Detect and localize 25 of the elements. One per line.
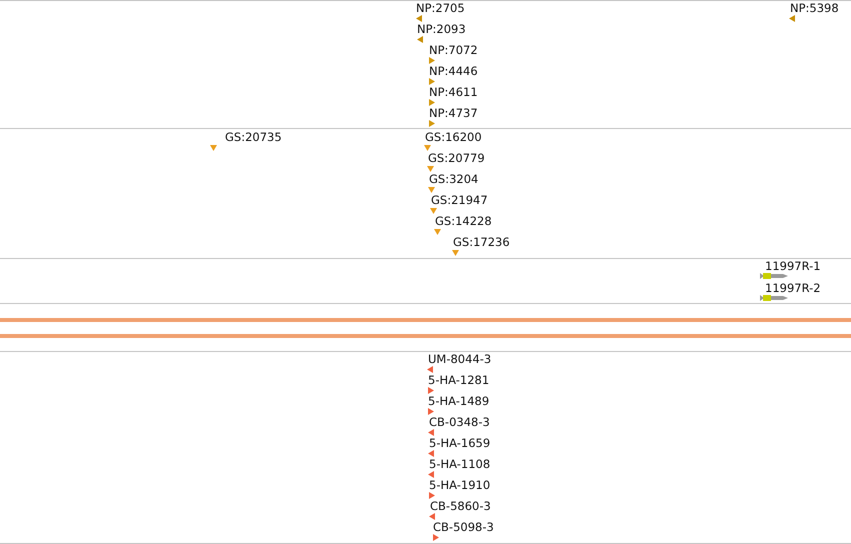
- feature-label: GS:21947: [431, 194, 488, 207]
- feature-label: 5-HA-1659: [429, 437, 490, 450]
- feature-label: GS:16200: [425, 131, 482, 144]
- feature-label: NP:4446: [429, 65, 478, 78]
- feature-label: 11997R-1: [765, 260, 821, 273]
- feature-label: 5-HA-1910: [429, 479, 490, 492]
- feature-label: NP:4611: [429, 86, 478, 99]
- feature-label: GS:20735: [225, 131, 282, 144]
- feature-label: 11997R-2: [765, 282, 821, 295]
- feature-label: CB-5860-3: [430, 500, 491, 513]
- feature-label: CB-0348-3: [429, 416, 490, 429]
- feature-label: GS:17236: [453, 236, 510, 249]
- feature-label: UM-8044-3: [428, 353, 492, 366]
- feature-label: NP:7072: [429, 44, 478, 57]
- feature-label: CB-5098-3: [433, 521, 494, 534]
- feature-label: NP:4737: [429, 107, 478, 120]
- feature-label: NP:5398: [790, 2, 839, 15]
- feature-label: 5-HA-1281: [428, 374, 490, 387]
- feature-label: GS:14228: [435, 215, 492, 228]
- feature-label: 5-HA-1108: [429, 458, 490, 471]
- feature-label: GS:20779: [428, 152, 485, 165]
- feature-label: 5-HA-1489: [428, 395, 490, 408]
- feature-label: NP:2705: [416, 2, 465, 15]
- feature-label: GS:3204: [429, 173, 478, 186]
- feature-label: NP:2093: [417, 23, 466, 36]
